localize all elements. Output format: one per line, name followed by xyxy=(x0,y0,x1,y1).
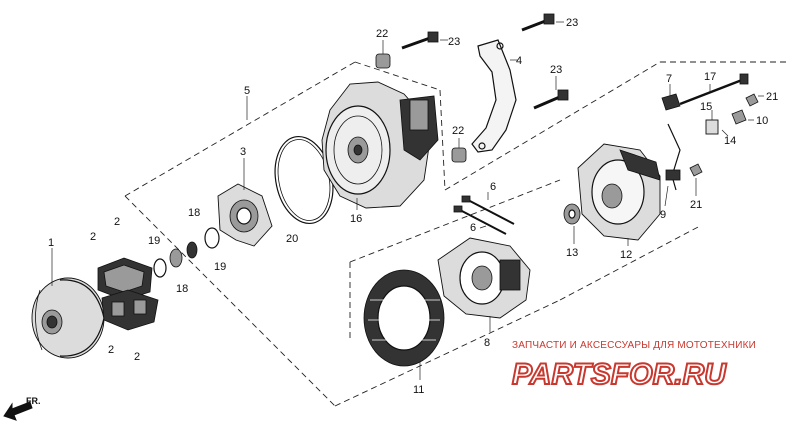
callout-2: 2 xyxy=(134,351,140,363)
callout-23: 23 xyxy=(448,36,460,48)
callout-22: 22 xyxy=(376,28,388,40)
pulley xyxy=(31,277,105,359)
damper-holder xyxy=(217,183,273,247)
callout-19: 19 xyxy=(148,235,160,247)
leader-lines xyxy=(51,21,764,380)
collar-upper xyxy=(375,53,391,69)
callout-23: 23 xyxy=(550,64,562,76)
terminal-bolt xyxy=(679,73,749,106)
watermark-logo: PARTSFOR.RU xyxy=(512,358,727,391)
callout-12: 12 xyxy=(620,249,632,261)
terminal-insulator xyxy=(661,93,681,111)
callout-6: 6 xyxy=(490,181,496,193)
callout-21: 21 xyxy=(766,91,778,103)
front-direction-indicator: FR. xyxy=(3,396,41,421)
group-frame-right xyxy=(334,61,790,407)
stator-coil xyxy=(363,269,445,367)
callout-4: 4 xyxy=(516,55,522,67)
callout-8: 8 xyxy=(484,337,490,349)
callout-10: 10 xyxy=(756,115,768,127)
stay-bracket xyxy=(471,39,517,153)
callout-6: 6 xyxy=(470,222,476,234)
callout-17: 17 xyxy=(704,71,716,83)
insulator-sleeve xyxy=(705,119,719,135)
callout-19: 19 xyxy=(214,261,226,273)
callout-13: 13 xyxy=(566,247,578,259)
callout-15: 15 xyxy=(700,101,712,113)
rectifier-plate xyxy=(437,237,531,319)
group-frame-5 xyxy=(124,61,441,407)
washer-13 xyxy=(563,203,581,225)
callout-23: 23 xyxy=(566,17,578,29)
rear-housing xyxy=(577,143,661,241)
nut-21-upper xyxy=(745,93,759,107)
callout-11: 11 xyxy=(413,384,424,396)
bolt-middle xyxy=(533,89,569,110)
watermark-tagline: ЗАПЧАСТИ И АКСЕССУАРЫ ДЛЯ МОТОТЕХНИКИ xyxy=(512,340,756,351)
callout-16: 16 xyxy=(350,213,362,225)
front-housing xyxy=(321,81,439,209)
callout-2: 2 xyxy=(108,344,114,356)
callout-18: 18 xyxy=(176,283,188,295)
watermark: ЗАПЧАСТИ И АКСЕССУАРЫ ДЛЯ МОТОТЕХНИКИ PA… xyxy=(511,340,756,392)
callout-7: 7 xyxy=(666,73,672,85)
brush-springs xyxy=(453,195,515,235)
callout-2: 2 xyxy=(90,231,96,243)
callout-18: 18 xyxy=(188,207,200,219)
callout-1: 1 xyxy=(48,237,54,249)
callout-5: 5 xyxy=(244,85,250,97)
callout-14: 14 xyxy=(724,135,736,147)
callout-22: 22 xyxy=(452,125,464,137)
callout-21: 21 xyxy=(690,199,702,211)
lead-wire xyxy=(665,123,681,191)
damper-rubbers xyxy=(97,257,159,331)
front-arrow-icon xyxy=(3,401,33,421)
nut-21-lower xyxy=(689,163,703,177)
collar-lower xyxy=(451,147,467,163)
callout-2: 2 xyxy=(114,216,120,228)
terminal-nut-10 xyxy=(731,109,747,125)
bolt-upper-left xyxy=(401,31,439,50)
callout-labels: 1 2 2 2 2 3 4 5 6 6 7 8 9 10 11 12 13 14… xyxy=(48,17,778,396)
callout-3: 3 xyxy=(240,146,246,158)
callout-9: 9 xyxy=(660,209,666,221)
bolt-top xyxy=(521,13,555,32)
washers-collars xyxy=(153,227,220,278)
callout-20: 20 xyxy=(286,233,298,245)
front-direction-label: FR. xyxy=(26,396,41,406)
